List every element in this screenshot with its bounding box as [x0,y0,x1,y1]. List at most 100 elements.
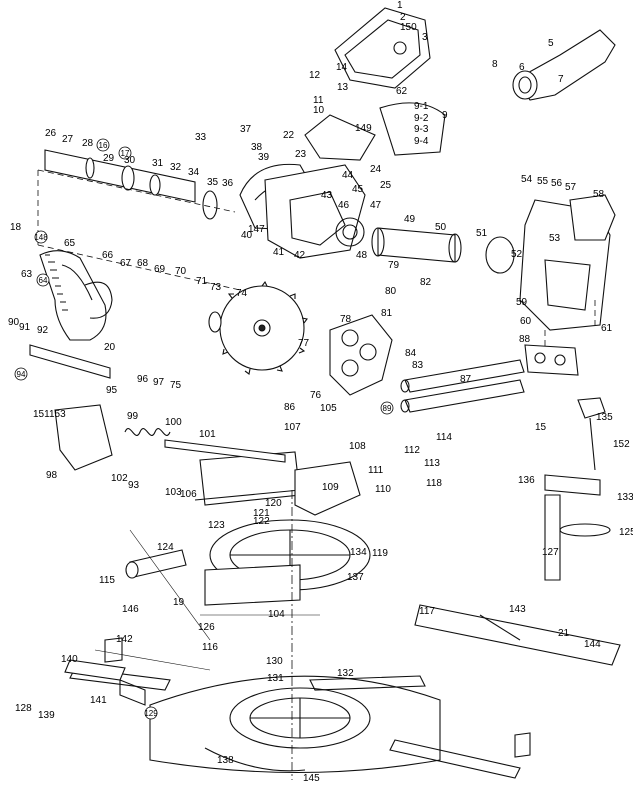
callout-label: 61 [601,323,613,334]
callout-label: 36 [222,178,234,189]
callout-53: 53 [549,233,561,244]
callout-label: 113 [424,458,440,469]
callout-19: 19 [173,597,185,608]
callout-51: 51 [476,228,488,239]
callout-label: 145 [303,773,320,784]
callout-106: 106 [180,489,197,500]
callout-label: 31 [152,158,164,169]
callout-150: 150 [400,22,417,33]
callout-142: 142 [116,634,133,645]
callout-130: 130 [266,656,283,667]
callout-label: 70 [175,266,187,277]
callout-140: 140 [61,654,78,665]
callout-10: 10 [313,105,325,116]
callout-17: 17 [118,146,132,160]
callout-label: 107 [284,422,301,433]
callout-30: 30 [124,155,136,166]
callout-110: 110 [375,484,391,495]
callout-31: 31 [152,158,164,169]
callout-label: 9-4 [414,136,429,147]
callout-107: 107 [284,422,301,433]
callout-label: 40 [241,230,253,241]
callout-15: 15 [535,422,547,433]
callout-9-2: 9-2 [414,113,429,124]
callout-label: 37 [240,124,252,135]
callout-label: 132 [337,668,354,679]
callout-70: 70 [175,266,187,277]
callout-119: 119 [372,548,388,559]
callout-9-1: 9-1 [414,101,429,112]
callout-label: 136 [518,475,535,486]
callout-117: 117 [419,606,435,617]
callout-116: 116 [202,642,218,653]
callout-25: 25 [380,180,392,191]
callout-label: 9-1 [414,101,429,112]
callout-label: 39 [258,152,270,163]
callout-63: 63 [21,269,33,280]
callout-label: 105 [320,403,337,414]
callout-73: 73 [210,282,222,293]
callout-label: 26 [45,128,57,139]
callout-label: 58 [593,189,605,200]
callout-143: 143 [509,604,526,615]
callout-125: 125 [619,527,633,538]
callout-131: 131 [267,673,284,684]
callout-23: 23 [295,149,307,160]
callout-label: 73 [210,282,222,293]
callout-9-4: 9-4 [414,136,429,147]
callout-label: 100 [165,417,182,428]
callout-56: 56 [551,178,563,189]
callout-label: 41 [273,247,285,258]
callout-label: 68 [137,258,149,269]
callout-139: 139 [38,710,55,721]
callout-label: 91 [19,322,31,333]
callout-89: 89 [380,401,394,415]
callout-label: 62 [396,86,408,97]
callout-label: 128 [15,703,32,714]
callout-55: 55 [537,176,549,187]
callout-8: 8 [492,59,498,70]
callout-label: 109 [322,482,339,493]
callout-153: 153 [49,409,66,420]
callout-label: 147 [248,224,265,235]
callout-109: 109 [322,482,339,493]
callout-label: 32 [170,162,182,173]
callout-label: 126 [198,622,215,633]
callout-105: 105 [320,403,337,414]
callout-label: 9-3 [414,124,429,135]
callout-47: 47 [370,200,382,211]
callout-label: 66 [102,250,114,261]
callout-label: 110 [375,484,391,495]
callout-42: 42 [294,250,306,261]
callout-149: 149 [355,123,372,134]
part-outlines [29,7,621,779]
callout-label: 86 [284,402,296,413]
callout-label: 94 [17,370,26,379]
callout-83: 83 [412,360,424,371]
callout-label: 38 [251,142,263,153]
callout-label: 7 [558,74,564,85]
callout-68: 68 [137,258,149,269]
callout-label: 15 [535,422,547,433]
callout-92: 92 [37,325,49,336]
callout-label: 150 [400,22,417,33]
part-number-callouts: 12150356781213146299-19-29-39-4111014937… [8,0,633,784]
callout-108: 108 [349,441,366,452]
callout-label: 25 [380,180,392,191]
callout-label: 13 [337,82,349,93]
callout-35: 35 [207,177,219,188]
callout-label: 79 [388,260,400,271]
callout-95: 95 [106,385,118,396]
callout-33: 33 [195,132,207,143]
callout-59: 59 [516,297,528,308]
callout-80: 80 [385,286,397,297]
callout-145: 145 [303,773,320,784]
callout-78: 78 [340,314,352,325]
callout-75: 75 [170,380,182,391]
callout-102: 102 [111,473,128,484]
callout-label: 75 [170,380,182,391]
callout-123: 123 [208,520,225,531]
callout-label: 59 [516,297,528,308]
callout-58: 58 [593,189,605,200]
